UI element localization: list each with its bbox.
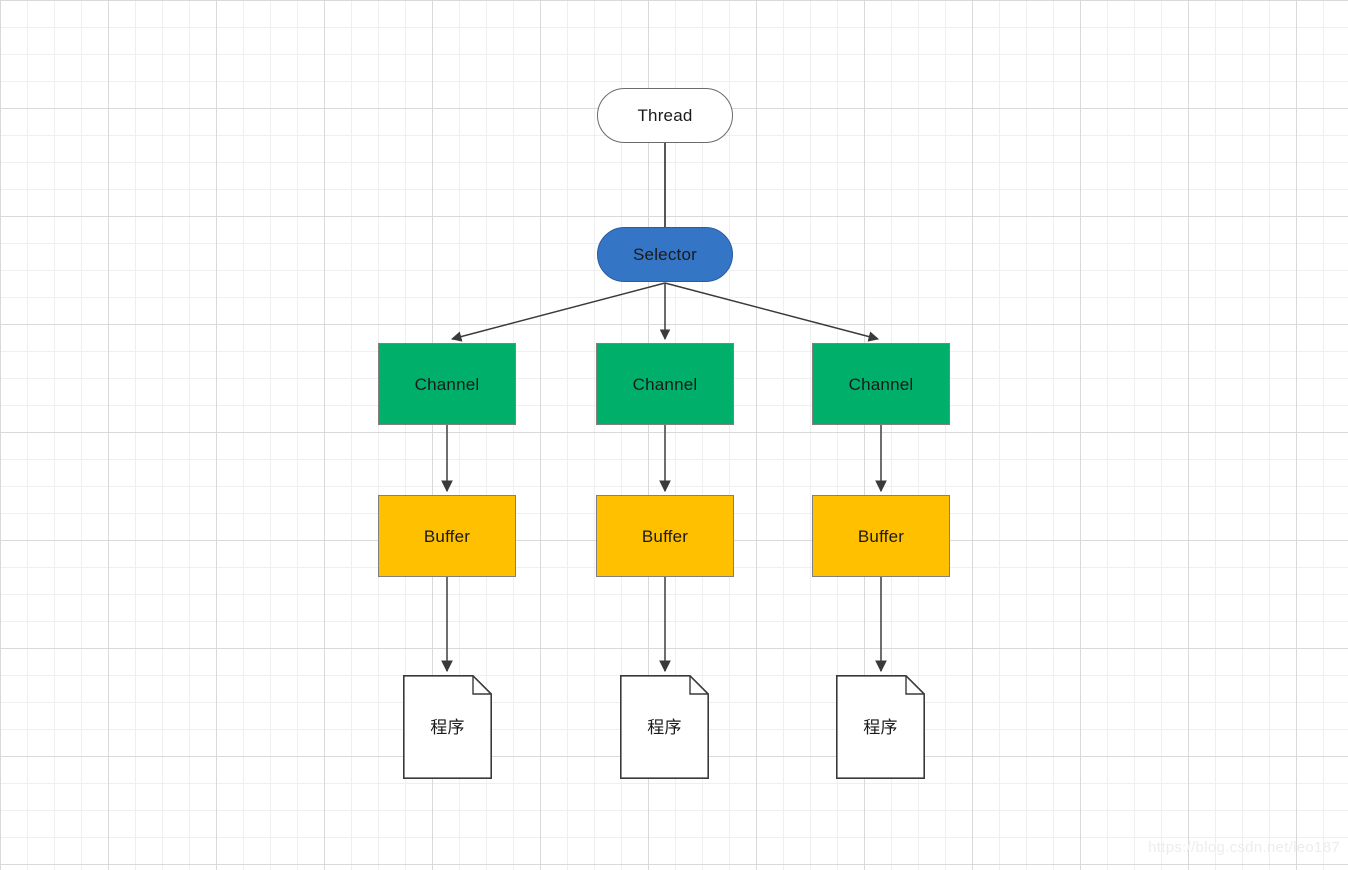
document-shape-icon — [620, 675, 709, 779]
node-buffer-2-label: Buffer — [641, 526, 689, 546]
node-program-1-label: 程序 — [430, 717, 465, 737]
node-program-2[interactable]: 程序 — [620, 675, 709, 779]
node-buffer-1[interactable]: Buffer — [378, 495, 516, 577]
node-program-2-label: 程序 — [647, 717, 682, 737]
node-buffer-3[interactable]: Buffer — [812, 495, 950, 577]
node-channel-1[interactable]: Channel — [378, 343, 516, 425]
node-program-3-label: 程序 — [863, 717, 898, 737]
node-selector[interactable]: Selector — [597, 227, 733, 282]
node-channel-3[interactable]: Channel — [812, 343, 950, 425]
document-shape-icon — [403, 675, 492, 779]
node-channel-1-label: Channel — [414, 374, 480, 394]
edge-selector-channel-3 — [664, 282, 880, 342]
document-shape-icon — [836, 675, 925, 779]
node-buffer-2[interactable]: Buffer — [596, 495, 734, 577]
node-channel-2-label: Channel — [632, 374, 698, 394]
node-thread-label: Thread — [637, 106, 693, 125]
node-selector-label: Selector — [633, 245, 697, 264]
node-channel-2[interactable]: Channel — [596, 343, 734, 425]
node-thread[interactable]: Thread — [597, 88, 733, 143]
node-program-3[interactable]: 程序 — [836, 675, 925, 779]
node-program-1[interactable]: 程序 — [403, 675, 492, 779]
node-buffer-1-label: Buffer — [423, 526, 471, 546]
edge-selector-channel-1 — [450, 282, 666, 342]
watermark: https://blog.csdn.net/leo187 — [1148, 839, 1340, 856]
node-buffer-3-label: Buffer — [857, 526, 905, 546]
node-channel-3-label: Channel — [848, 374, 914, 394]
